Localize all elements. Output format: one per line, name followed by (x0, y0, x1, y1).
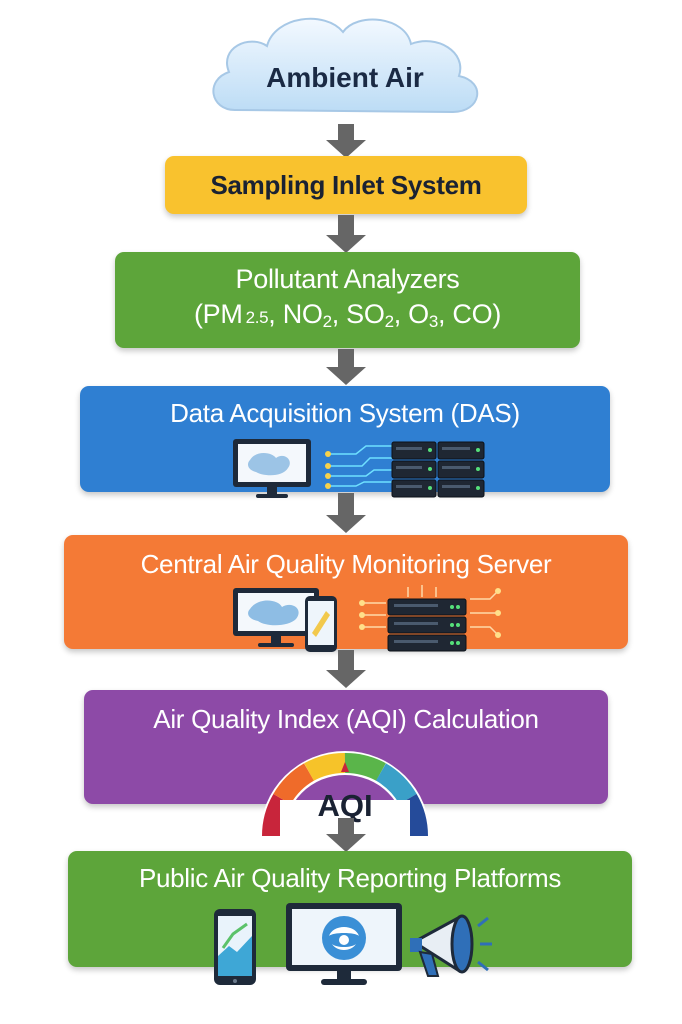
flow-arrow (326, 818, 366, 854)
ambient-air-node: Ambient Air (205, 10, 485, 122)
smartphone-icon (305, 596, 337, 652)
monitor-icon (286, 903, 402, 985)
das-node: Data Acquisition System (DAS) (80, 386, 610, 498)
server-rack-icon (391, 441, 485, 498)
flow-arrow (326, 493, 366, 535)
flow-arrow (326, 650, 366, 690)
circuit-icon (359, 585, 501, 638)
flow-arrow (326, 349, 366, 387)
flow-arrow (326, 124, 366, 158)
circuit-icon (325, 445, 396, 489)
aqi-calculation-label: Air Quality Index (AQI) Calculation (153, 704, 539, 734)
aqi-calculation-node: Air Quality Index (AQI) Calculation (84, 690, 608, 804)
central-server-node: Central Air Quality Monitoring Server (64, 535, 628, 652)
das-label: Data Acquisition System (DAS) (170, 398, 520, 428)
analyzers-title: Pollutant Analyzers (235, 264, 460, 294)
monitor-icon (233, 588, 319, 647)
central-server-label: Central Air Quality Monitoring Server (140, 549, 552, 579)
aqi-gauge: AQI (252, 740, 438, 840)
sampling-inlet-label: Sampling Inlet System (210, 170, 482, 200)
monitor-icon (233, 439, 311, 498)
sampling-inlet-node: Sampling Inlet System (165, 156, 527, 214)
cloud-icon (212, 17, 479, 114)
server-rack-icon (387, 598, 467, 652)
aqi-gauge-label: AQI (317, 788, 373, 823)
flow-arrow (326, 215, 366, 255)
megaphone-icon (410, 914, 492, 977)
public-reporting-label: Public Air Quality Reporting Platforms (138, 863, 562, 893)
smartphone-icon (214, 909, 256, 985)
ambient-air-label: Ambient Air (266, 62, 424, 93)
